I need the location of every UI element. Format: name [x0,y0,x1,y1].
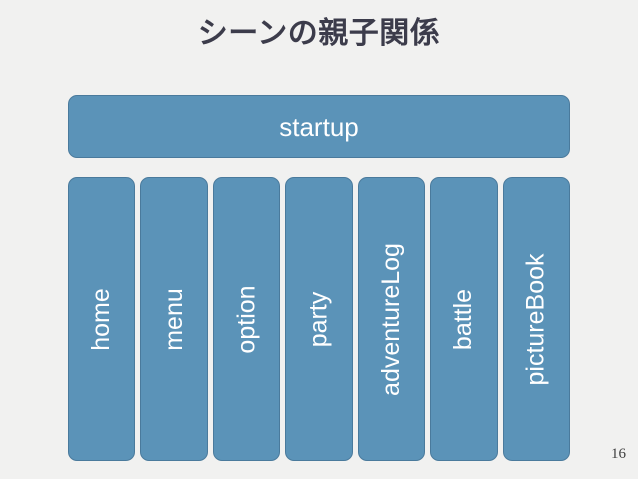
diagram-node-picturebook[interactable]: pictureBook [502,177,570,461]
diagram-node-label: startup [279,111,359,142]
diagram-node-label: pictureBook [521,252,550,386]
diagram-node-menu[interactable]: menu [140,177,208,461]
diagram-node-home[interactable]: home [68,177,136,461]
diagram-node-label: option [232,284,261,354]
diagram-node-option[interactable]: option [212,177,281,461]
diagram-node-label: adventureLog [376,242,405,396]
diagram-node-battle[interactable]: battle [430,177,498,461]
diagram-node-label: home [87,287,116,351]
page-title: シーンの親子関係 [197,17,441,50]
diagram-node-startup[interactable]: startup [68,95,570,158]
diagram-children-row: home menu option party adventureLog batt… [68,177,570,461]
diagram-node-label: battle [449,288,478,350]
diagram-node-adventurelog[interactable]: adventureLog [357,177,426,461]
diagram-node-label: party [304,291,333,347]
page-number: 16 [611,446,626,462]
diagram-node-party[interactable]: party [285,177,353,461]
diagram-node-label: menu [159,287,188,351]
